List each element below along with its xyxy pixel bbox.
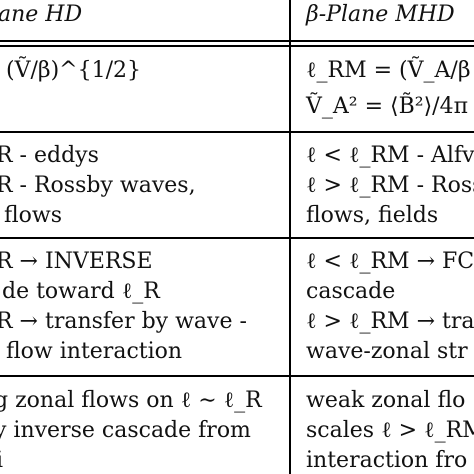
row2-hd-line1: R - eddys [0, 143, 99, 168]
row1-mhd-line2: Ṽ_A² = ⟨B̃²⟩/4π [306, 94, 469, 119]
row4-mhd-line1: weak zonal flo [306, 388, 466, 413]
header-mhd: β-Plane MHD [306, 2, 455, 27]
row-rule-2 [0, 237, 474, 239]
row-rule-3 [0, 375, 474, 377]
row1-mhd-line1: ℓ_RM = (Ṽ_A/β [306, 58, 471, 83]
row4-hd-line2: y inverse cascade from [0, 418, 251, 443]
row-rule-1 [0, 131, 474, 133]
row3-hd-line4: flow interaction [6, 339, 183, 364]
row3-mhd-line2: cascade [306, 279, 396, 304]
row2-mhd-line3: flows, fields [306, 203, 439, 228]
row3-mhd-line4: wave-zonal str [306, 339, 468, 364]
row4-mhd-line3: interaction fro [306, 448, 468, 473]
row3-hd-line1: R → INVERSE [0, 249, 153, 274]
row4-hd-line1: g zonal flows on ℓ ∼ ℓ_R [0, 388, 262, 413]
row2-mhd-line1: ℓ < ℓ_RM - Alfv [306, 143, 474, 168]
row3-mhd-line3: ℓ > ℓ_RM → tra [306, 309, 474, 334]
row3-mhd-line1: ℓ < ℓ_RM → FC [306, 249, 474, 274]
row4-mhd-line2: scales ℓ > ℓ_RM [306, 418, 474, 443]
row2-hd-line3: flows [4, 203, 63, 228]
row4-hd-line3: i [0, 448, 3, 474]
header-rule-bottom [0, 45, 474, 47]
row2-hd-line2: R - Rossby waves, [0, 173, 196, 198]
header-rule-top [0, 40, 474, 42]
row3-hd-line3: R → transfer by wave - [0, 309, 247, 334]
row2-mhd-line2: ℓ > ℓ_RM - Ross [306, 173, 474, 198]
row3-hd-line2: de toward ℓ_R [2, 279, 160, 304]
header-hd: ane HD [0, 2, 83, 27]
row1-hd-line1: (Ṽ/β)^{1/2} [6, 58, 142, 83]
